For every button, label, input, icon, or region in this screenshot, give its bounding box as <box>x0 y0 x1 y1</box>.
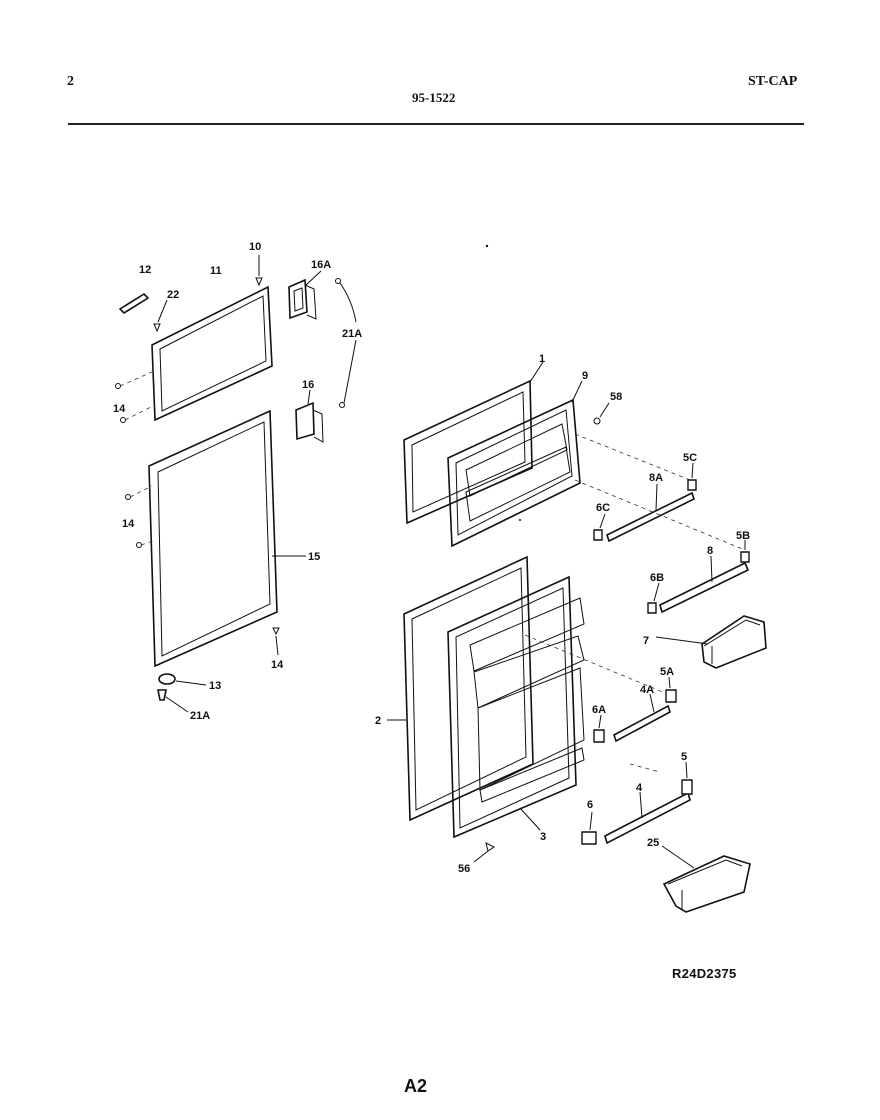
part-58-screw <box>593 402 610 425</box>
callout-6c: 6C <box>596 502 610 514</box>
callout-5a: 5A <box>660 666 674 678</box>
part-5c-rail-end-cap <box>687 462 697 491</box>
header-rule <box>68 123 804 125</box>
part-6b-rail-end-cap <box>647 582 660 614</box>
callout-8a: 8A <box>649 472 663 484</box>
part-16-hinge <box>295 389 324 443</box>
callout-8: 8 <box>707 545 713 557</box>
part-14-screws-upper <box>115 371 156 423</box>
callout-14-upper: 14 <box>113 403 126 415</box>
part-3-fresh-food-door-liner <box>447 575 585 839</box>
callout-4: 4 <box>636 782 643 794</box>
part-21a-bolts-upper <box>335 278 357 408</box>
page-id: A2 <box>404 1076 428 1096</box>
part-6c-rail-end-cap <box>593 513 606 541</box>
callout-58: 58 <box>610 391 622 403</box>
part-21a-bolt-lower <box>157 689 189 713</box>
callout-5b: 5B <box>736 530 750 542</box>
callout-2: 2 <box>375 715 381 727</box>
part-13-bottom-hinge <box>158 673 207 686</box>
part-10-screw <box>255 255 263 287</box>
part-14-screws-middle <box>125 485 157 548</box>
part-8-door-rail <box>659 555 750 614</box>
part-22-screw <box>153 299 168 333</box>
callout-56: 56 <box>458 863 470 875</box>
callout-7: 7 <box>643 635 649 647</box>
callout-22: 22 <box>167 289 179 301</box>
part-4-door-rail <box>604 763 691 845</box>
diagram-code: R24D2375 <box>672 966 737 981</box>
part-16a-hinge <box>288 270 322 320</box>
callout-3: 3 <box>540 831 546 843</box>
callout-21a-lower: 21A <box>190 710 210 722</box>
part-1-freezer-door-outer-panel <box>403 361 544 525</box>
page-number: 2 <box>67 74 74 89</box>
callout-15: 15 <box>308 551 320 563</box>
part-6-rail-end-cap <box>581 811 597 845</box>
part-5a-rail-end-cap <box>665 676 677 703</box>
callout-21a-upper: 21A <box>342 328 362 340</box>
callout-6a: 6A <box>592 704 606 716</box>
part-2-fresh-food-door-outer-panel <box>387 555 534 822</box>
part-7-door-shelf-bin <box>655 615 767 669</box>
callout-10: 10 <box>249 241 261 253</box>
part-8a-freezer-door-rail <box>574 433 746 551</box>
part-9-freezer-door-liner <box>447 380 583 548</box>
callout-5c: 5C <box>683 452 697 464</box>
callout-12: 12 <box>139 264 151 276</box>
part-15-fresh-food-door-gasket <box>148 409 306 668</box>
callout-6b: 6B <box>650 572 664 584</box>
part-5-rail-end-cap <box>681 761 693 795</box>
callout-9: 9 <box>582 370 588 382</box>
callout-16a: 16A <box>311 259 331 271</box>
part-6a-rail-end-cap <box>593 714 605 743</box>
part-4a-door-rail <box>524 634 671 743</box>
callout-1: 1 <box>539 353 545 365</box>
document-number: 95-1522 <box>412 90 456 105</box>
callout-25: 25 <box>647 837 659 849</box>
callout-14-middle: 14 <box>122 518 135 530</box>
callout-5: 5 <box>681 751 687 763</box>
part-14-screw-lower <box>272 627 280 656</box>
part-11-freezer-door-gasket <box>151 285 273 422</box>
model-code: ST-CAP <box>748 74 798 89</box>
callout-11: 11 <box>210 265 222 277</box>
part-56-screw <box>473 842 495 863</box>
callout-16: 16 <box>302 379 314 391</box>
part-5b-rail-end-cap <box>740 540 750 563</box>
callout-14-lower: 14 <box>271 659 284 671</box>
callout-13: 13 <box>209 680 221 692</box>
part-12-trim-piece <box>118 292 150 315</box>
part-25-door-bin <box>661 845 751 913</box>
callout-6: 6 <box>587 799 593 811</box>
callout-4a: 4A <box>640 684 654 696</box>
